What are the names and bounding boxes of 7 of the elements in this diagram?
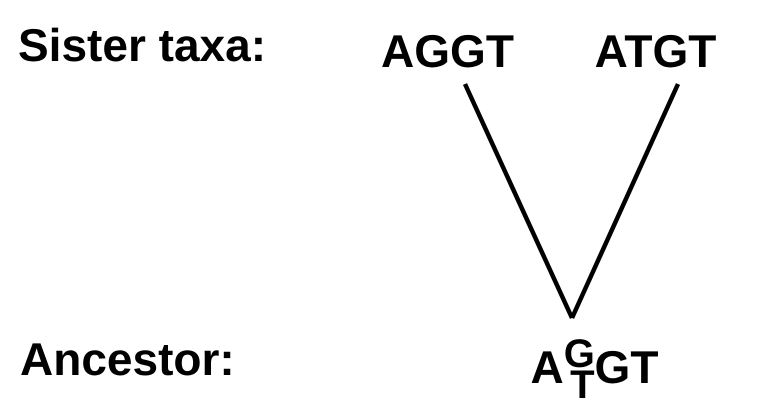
branch-line <box>462 83 574 319</box>
sequence-text: A$^{G}$$_{T}$GT <box>522 322 667 412</box>
branch-line <box>570 83 680 319</box>
sequence-text: ATGT <box>558 20 753 82</box>
row-label: Sister taxa: <box>18 22 266 68</box>
row-label: Ancestor: <box>20 336 235 382</box>
sequence-text: AGGT <box>355 20 540 82</box>
